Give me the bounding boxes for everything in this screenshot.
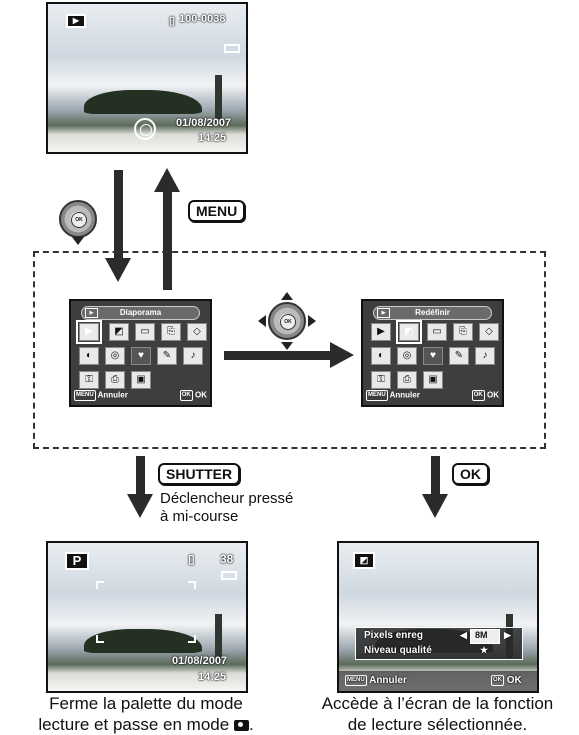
- slideshow-icon[interactable]: ▶: [371, 323, 391, 341]
- caption-right-line1: Accède à l’écran de la fonction: [321, 694, 554, 713]
- resize-icon: ◩: [353, 552, 375, 569]
- filter-icon[interactable]: ◐: [371, 347, 391, 365]
- palette-screen-left: ▶Diaporama ▶ ◩ ▭ ⎘ ◇ ◐ ◎ ♥ ✎ ♪ ⚿ ⎙ ▣ MEN…: [69, 299, 212, 407]
- settings-panel: Pixels enreg ◀ 8M ▶ Niveau qualité ★: [355, 627, 523, 660]
- four-way-controller-icon: OK: [59, 200, 97, 238]
- arrow-up-shaft: [163, 190, 172, 290]
- time: 14:25: [198, 671, 227, 683]
- frame-icon[interactable]: ♥: [131, 347, 151, 365]
- ok-key: OK: [179, 390, 193, 401]
- movie-edit-icon[interactable]: ✎: [449, 347, 469, 365]
- red-eye-icon[interactable]: ◎: [397, 347, 417, 365]
- cropping-icon[interactable]: ▭: [135, 323, 155, 341]
- image-copy-icon[interactable]: ⎘: [161, 323, 181, 341]
- card-icon: ▯: [169, 15, 176, 27]
- protect-icon[interactable]: ⚿: [79, 371, 99, 389]
- ok-button-label: OK: [452, 463, 489, 485]
- arrow-down-head: [105, 258, 131, 282]
- arrow-down-ok-head: [422, 494, 448, 518]
- half-press-note-line2: à mi-course: [160, 508, 239, 525]
- caption-right: Accède à l’écran de la fonction de lectu…: [296, 693, 579, 735]
- image-copy-icon[interactable]: ⎘: [453, 323, 473, 341]
- date: 01/08/2007: [176, 117, 232, 129]
- arrow-up-head: [154, 168, 180, 192]
- ok-key: OK: [491, 675, 504, 686]
- menu-key: MENU: [74, 390, 96, 401]
- left-arrow-icon[interactable]: ◀: [460, 630, 467, 640]
- quality-label: Niveau qualité: [364, 645, 432, 656]
- cancel-label: Annuler: [369, 675, 407, 687]
- arrow-down-ok-shaft: [431, 456, 440, 496]
- card-icon: ▯: [188, 552, 195, 566]
- voice-memo-icon[interactable]: ♪: [183, 347, 203, 365]
- battery-icon: [224, 44, 240, 53]
- pixels-value[interactable]: 8M: [475, 630, 488, 640]
- arrow-right-shaft: [224, 351, 334, 360]
- voice-memo-icon[interactable]: ♪: [475, 347, 495, 365]
- start-screen-icon[interactable]: ▣: [423, 371, 443, 389]
- cancel-label: Annuler: [97, 390, 128, 400]
- mode-badge: P: [65, 552, 89, 570]
- time: 14:25: [198, 132, 227, 144]
- pixels-label: Pixels enreg: [364, 630, 423, 641]
- palette-title: Redéfinir: [415, 308, 450, 317]
- protect-icon[interactable]: ⚿: [371, 371, 391, 389]
- playback-icon: ▶: [66, 14, 86, 28]
- filter-icon[interactable]: ◐: [79, 347, 99, 365]
- dpof-icon[interactable]: ⎙: [397, 371, 417, 389]
- four-way-controller-icon: OK: [268, 302, 306, 340]
- down-indicator-icon: [72, 237, 84, 245]
- cancel-label: Annuler: [389, 390, 420, 400]
- resize-icon[interactable]: ◩: [109, 323, 129, 341]
- palette-screen-right: ▶Redéfinir ▶ ◩ ▭ ⎘ ◇ ◐ ◎ ♥ ✎ ♪ ⚿ ⎙ ▣ MEN…: [361, 299, 504, 407]
- shutter-button-label: SHUTTER: [158, 463, 241, 485]
- ok-label: OK: [195, 390, 207, 400]
- shots-remaining: 38: [220, 552, 234, 566]
- arrow-down-shutter-head: [127, 494, 153, 518]
- arrow-down-shaft: [114, 170, 123, 260]
- rotate-icon[interactable]: ◇: [479, 323, 499, 341]
- battery-icon: [221, 571, 237, 580]
- caption-left-line2: lecture et passe en mode: [38, 715, 230, 734]
- arrow-right-head: [330, 342, 354, 368]
- quality-value: ★: [480, 645, 489, 655]
- start-screen-icon[interactable]: ▣: [131, 371, 151, 389]
- half-press-note-line1: Déclencheur pressé: [160, 490, 294, 507]
- menu-key: MENU: [366, 390, 388, 401]
- ok-key: OK: [471, 390, 485, 401]
- caption-left: Ferme la palette du mode lecture et pass…: [6, 693, 286, 735]
- ok-label: OK: [487, 390, 499, 400]
- file-number: 100-0038: [179, 13, 226, 25]
- caption-right-line2: de lecture sélectionnée.: [347, 715, 528, 734]
- frame-icon[interactable]: ♥: [423, 347, 443, 365]
- right-arrow-icon[interactable]: ▶: [504, 630, 511, 640]
- date: 01/08/2007: [172, 655, 228, 667]
- palette-title: Diaporama: [119, 308, 162, 317]
- red-eye-icon[interactable]: ◎: [105, 347, 125, 365]
- capture-screen: P ▯ 38 01/08/2007 14:25: [46, 541, 248, 693]
- menu-key: MENU: [345, 675, 367, 686]
- focus-frame: [96, 581, 196, 643]
- menu-button-label: MENU: [188, 200, 246, 222]
- resize-screen: ◩ Pixels enreg ◀ 8M ▶ Niveau qualité ★ M…: [337, 541, 539, 693]
- arrow-down-shutter-shaft: [136, 456, 145, 496]
- resize-icon[interactable]: ◩: [396, 320, 422, 344]
- ok-label: OK: [506, 675, 522, 687]
- four-way-controller-icon: [134, 118, 156, 140]
- movie-edit-icon[interactable]: ✎: [157, 347, 177, 365]
- rotate-icon[interactable]: ◇: [187, 323, 207, 341]
- cropping-icon[interactable]: ▭: [427, 323, 447, 341]
- camera-icon: [233, 720, 249, 731]
- slideshow-icon[interactable]: ▶: [76, 320, 102, 344]
- dpof-icon[interactable]: ⎙: [105, 371, 125, 389]
- palette-group-frame: [33, 251, 546, 449]
- caption-left-line1: Ferme la palette du mode: [49, 694, 243, 713]
- playback-screen: ▶ ▯ 100-0038 01/08/2007 14:25: [46, 2, 248, 154]
